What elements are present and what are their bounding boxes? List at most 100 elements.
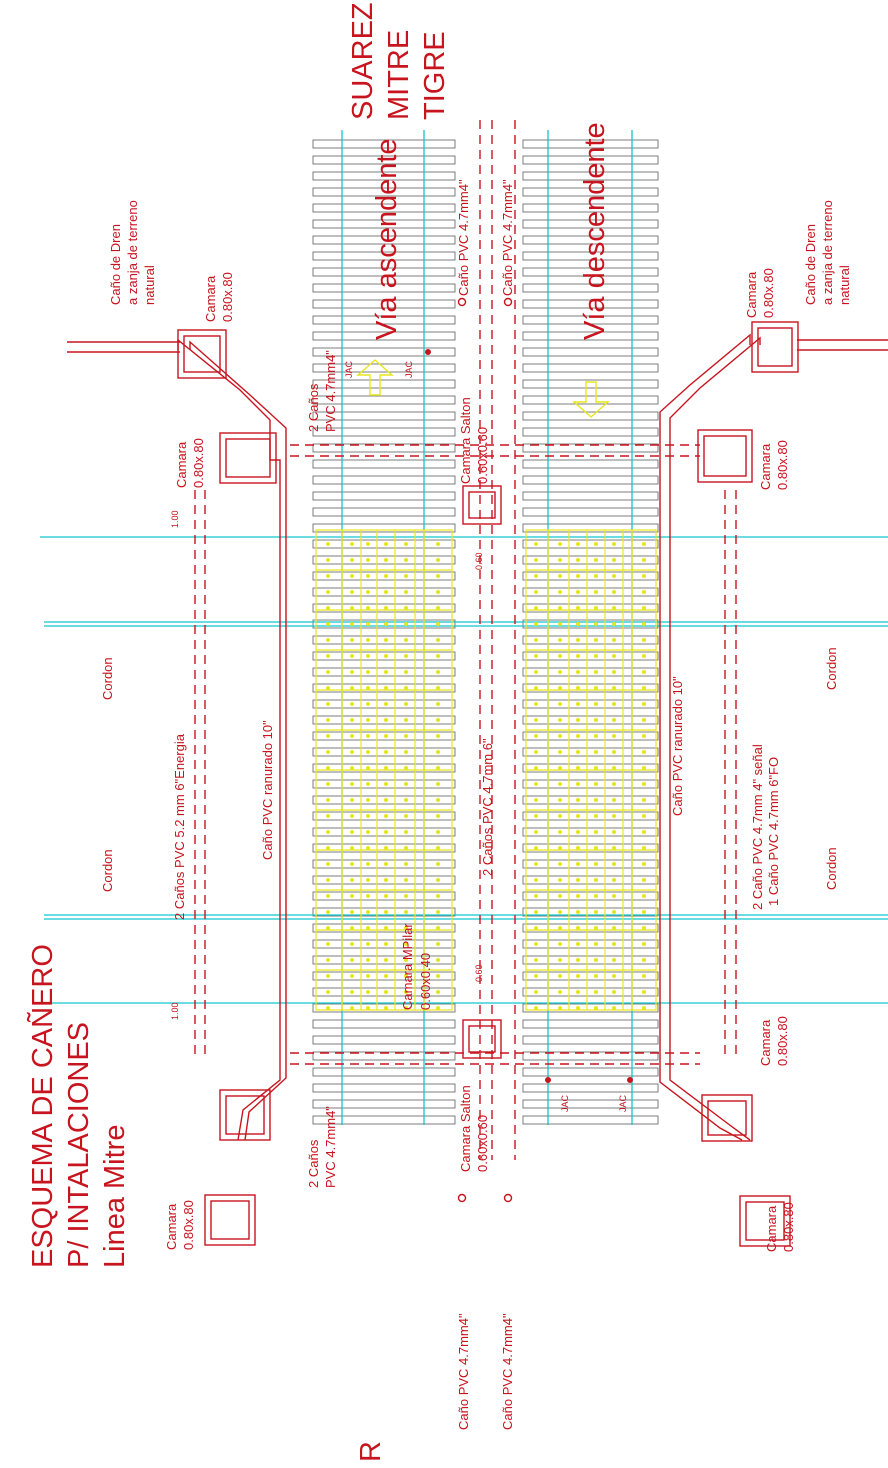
tie bbox=[522, 1099, 659, 1109]
panel-bolt bbox=[642, 734, 646, 738]
tie bbox=[522, 587, 659, 597]
panel-bolt bbox=[576, 926, 580, 930]
tie bbox=[522, 331, 659, 341]
drain-left-2: a zanja de terreno bbox=[125, 200, 140, 305]
panel-bolt bbox=[558, 654, 562, 658]
tie bbox=[312, 379, 456, 389]
tie bbox=[312, 1099, 456, 1109]
panel-bolt bbox=[404, 878, 408, 882]
panel-bolt bbox=[576, 958, 580, 962]
panel-bolt bbox=[366, 606, 370, 610]
panel-bolt bbox=[436, 846, 440, 850]
camara-label: Camara bbox=[744, 271, 759, 318]
tie bbox=[522, 1067, 659, 1077]
direction-arrows bbox=[356, 359, 610, 418]
panel-bolt bbox=[642, 942, 646, 946]
panel-bolt bbox=[576, 670, 580, 674]
panel-bolt bbox=[594, 990, 598, 994]
panel-bolt bbox=[534, 542, 538, 546]
panel-bolt bbox=[350, 558, 354, 562]
track-descending: Vía descendente bbox=[579, 122, 611, 340]
pvc-bottom: PVC 4.7mm4" bbox=[323, 1106, 338, 1188]
panel-bolt bbox=[576, 638, 580, 642]
camara-size: 0.80x.80 bbox=[775, 1016, 790, 1066]
panel-bolt bbox=[326, 846, 330, 850]
panel-bolt bbox=[612, 798, 616, 802]
panel-bolt bbox=[404, 1006, 408, 1010]
cano-pvc-bottom-1: Caño PVC 4.7mm4" bbox=[456, 1313, 471, 1430]
panel-bolt bbox=[642, 654, 646, 658]
panel-bolt bbox=[594, 702, 598, 706]
panel-bolt bbox=[534, 654, 538, 658]
panel-bolt bbox=[366, 590, 370, 594]
panel-bolt bbox=[384, 542, 388, 546]
panel-bolt bbox=[594, 606, 598, 610]
panel-bolt bbox=[366, 974, 370, 978]
tie bbox=[522, 219, 659, 229]
panel-bolt bbox=[558, 846, 562, 850]
tie bbox=[522, 379, 659, 389]
tie bbox=[522, 731, 659, 741]
panel-bolt bbox=[576, 990, 580, 994]
panel-bolt bbox=[326, 830, 330, 834]
panel-bolt bbox=[576, 942, 580, 946]
panel-bolt bbox=[642, 878, 646, 882]
panel-bolt bbox=[642, 814, 646, 818]
panel-bolt bbox=[612, 606, 616, 610]
camara-mpilar: Camara MPilar bbox=[400, 923, 415, 1010]
panel-bolt bbox=[642, 766, 646, 770]
drain-right-3: natural bbox=[837, 265, 852, 305]
panel-bolt bbox=[384, 782, 388, 786]
dim-100-top: 1.00 bbox=[170, 510, 180, 528]
camara-salton-bottom-size: 0.60x0.60 bbox=[475, 1115, 490, 1172]
tie bbox=[522, 203, 659, 213]
panel-bolt bbox=[534, 702, 538, 706]
cano-pvc-top-2: Caño PVC 4.7mm4" bbox=[500, 179, 515, 296]
title-line-3: Linea Mitre bbox=[99, 1125, 131, 1268]
panel-bolt bbox=[384, 910, 388, 914]
panel-bolt bbox=[642, 974, 646, 978]
panel-bolt bbox=[326, 606, 330, 610]
panel-bolt bbox=[642, 702, 646, 706]
panel-bolt bbox=[534, 1006, 538, 1010]
panel-bolt bbox=[404, 942, 408, 946]
panel-bolt bbox=[594, 878, 598, 882]
panel-bolt bbox=[350, 910, 354, 914]
panel-bolt bbox=[326, 782, 330, 786]
panel-bolt bbox=[366, 958, 370, 962]
tie bbox=[522, 491, 659, 501]
tie bbox=[522, 891, 659, 901]
tie bbox=[312, 299, 456, 309]
panel-bolt bbox=[326, 814, 330, 818]
tie bbox=[522, 395, 659, 405]
cordon-4: Cordon bbox=[824, 847, 839, 890]
tie bbox=[522, 939, 659, 949]
panel-bolt bbox=[350, 750, 354, 754]
tie bbox=[312, 427, 456, 437]
panel-bolt bbox=[404, 958, 408, 962]
panel-bolt bbox=[642, 542, 646, 546]
panel-bolt bbox=[612, 862, 616, 866]
panel-bolt bbox=[594, 558, 598, 562]
panel-bolt bbox=[350, 846, 354, 850]
panel-bolt bbox=[326, 734, 330, 738]
panel-bolt bbox=[350, 958, 354, 962]
panel-bolt bbox=[576, 862, 580, 866]
panel-bolt bbox=[534, 734, 538, 738]
tie bbox=[522, 619, 659, 629]
tie bbox=[522, 763, 659, 773]
panel-bolt bbox=[594, 654, 598, 658]
panel-bolt bbox=[404, 718, 408, 722]
tie bbox=[312, 283, 456, 293]
panel-bolt bbox=[594, 766, 598, 770]
cordon-3: Cordon bbox=[824, 647, 839, 690]
panel-bolt bbox=[436, 718, 440, 722]
panel-bolt bbox=[366, 766, 370, 770]
panel-bolt bbox=[534, 974, 538, 978]
crossing-panels bbox=[315, 529, 657, 1011]
cano-pvc-bottom-2: Caño PVC 4.7mm4" bbox=[500, 1313, 515, 1430]
panel-bolt bbox=[642, 1006, 646, 1010]
panel-bolt bbox=[436, 734, 440, 738]
panel-bolt bbox=[384, 974, 388, 978]
drain-left-3: natural bbox=[142, 265, 157, 305]
